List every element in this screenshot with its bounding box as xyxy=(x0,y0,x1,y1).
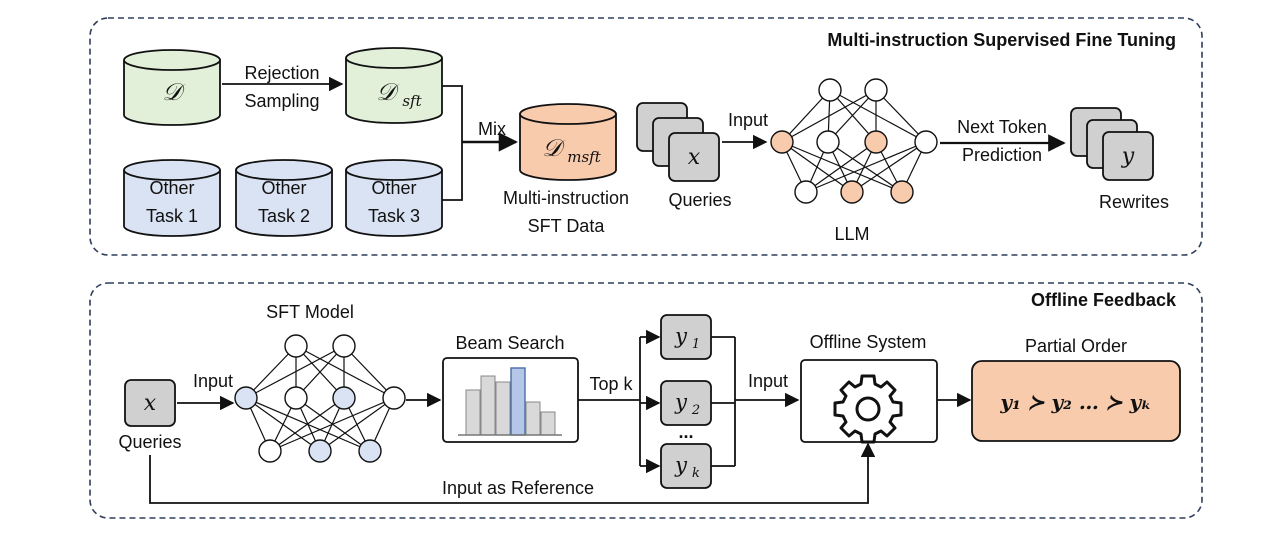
sft-edge xyxy=(295,345,345,399)
llm-node xyxy=(840,180,864,204)
sft-edge xyxy=(245,345,345,399)
candidate-yk: y k xyxy=(660,443,712,489)
rewrite-stack: y xyxy=(1070,107,1154,181)
llm-edge xyxy=(829,89,927,143)
candidate-y1-sub: 1 xyxy=(692,337,700,352)
queries-label-bottom: Queries xyxy=(118,432,181,452)
dataset-sft-cylinder: 𝒟 sft xyxy=(345,47,443,124)
beam-histogram xyxy=(458,367,562,436)
candidate-yk-main: y xyxy=(674,453,688,477)
msft-caption-1: Multi-instruction xyxy=(503,188,629,208)
other-task-1-cylinder: Other Task 1 xyxy=(123,159,221,237)
sft-edge xyxy=(269,397,395,452)
rejection-label-2: Sampling xyxy=(244,91,319,111)
other-task-2-line2: Task 2 xyxy=(258,206,310,226)
query-symbol: x xyxy=(688,145,701,170)
llm-node xyxy=(816,130,840,154)
other-task-3-line2: Task 3 xyxy=(368,206,420,226)
sft-node xyxy=(358,439,382,463)
partial-order-box xyxy=(971,360,1181,442)
candidate-y1-main: y xyxy=(674,324,688,348)
llm-edge xyxy=(827,89,877,143)
gear-icon xyxy=(833,374,903,444)
candidate-y2-main: y xyxy=(674,390,688,414)
query-stack: x xyxy=(636,102,720,182)
sft-model-network xyxy=(234,334,406,463)
llm-label: LLM xyxy=(834,224,869,244)
dataset-sft-sub: sft xyxy=(402,92,422,110)
input-label-bottom: Input xyxy=(193,371,233,391)
sft-node xyxy=(382,386,406,410)
llm-node xyxy=(914,130,938,154)
other-task-3-line1: Other xyxy=(371,178,416,198)
rewrites-label: Rewrites xyxy=(1099,192,1169,212)
candidate-y2: y 2 xyxy=(660,380,712,426)
top-panel-title: Multi-instruction Supervised Fine Tuning xyxy=(827,30,1176,50)
sft-edge xyxy=(343,345,395,399)
partial-order-label: Partial Order xyxy=(1025,336,1127,356)
input-label-top: Input xyxy=(728,110,768,130)
sft-node xyxy=(234,386,258,410)
next-token-label-1: Next Token xyxy=(957,117,1047,137)
msft-caption-2: SFT Data xyxy=(528,216,606,236)
mix-label: Mix xyxy=(478,119,506,139)
llm-node xyxy=(864,78,888,102)
sft-node xyxy=(284,386,308,410)
sft-edge xyxy=(269,397,345,452)
rewrite-symbol: y xyxy=(1121,144,1135,169)
sft-edge xyxy=(245,345,297,399)
sft-model-label: SFT Model xyxy=(266,302,354,322)
candidate-dots: ... xyxy=(678,422,693,442)
candidate-yk-sub: k xyxy=(692,466,700,481)
dataset-msft-cylinder: 𝒟 msft xyxy=(519,103,617,181)
other-task-2-cylinder: Other Task 2 xyxy=(235,159,333,237)
sft-node xyxy=(308,439,332,463)
llm-edge xyxy=(781,89,877,143)
sft-node xyxy=(332,386,356,410)
query-symbol-bottom: x xyxy=(144,391,157,416)
llm-edge xyxy=(805,141,877,193)
sft-edge xyxy=(319,397,395,452)
llm-node xyxy=(864,130,888,154)
rejection-label-1: Rejection xyxy=(244,63,319,83)
other-task-2-line1: Other xyxy=(261,178,306,198)
bottom-panel-frame xyxy=(89,282,1203,519)
bottom-panel-title: Offline Feedback xyxy=(1031,290,1177,310)
sft-node xyxy=(284,334,308,358)
mix-connector-upper xyxy=(442,85,463,142)
top-k-label: Top k xyxy=(589,374,633,394)
query-box-bottom xyxy=(124,379,176,427)
other-task-1-line2: Task 1 xyxy=(146,206,198,226)
queries-label-top: Queries xyxy=(668,190,731,210)
reference-path xyxy=(149,442,876,504)
llm-node xyxy=(770,130,794,154)
next-token-label-2: Prediction xyxy=(962,145,1042,165)
llm-network xyxy=(770,78,938,204)
llm-edge xyxy=(781,89,831,143)
sft-node xyxy=(332,334,356,358)
top-panel-frame xyxy=(89,17,1203,256)
offline-system-label: Offline System xyxy=(810,332,927,352)
candidate-y1: y 1 xyxy=(660,314,712,360)
partial-order-formula: y₁ ≻ y₂ … ≻ yₖ xyxy=(999,390,1151,414)
llm-edge xyxy=(851,141,927,193)
sft-node xyxy=(258,439,282,463)
llm-node xyxy=(818,78,842,102)
other-task-1-line1: Other xyxy=(149,178,194,198)
candidate-y2-sub: 2 xyxy=(691,403,700,418)
input-label-offline: Input xyxy=(748,371,788,391)
dataset-msft-sub: msft xyxy=(567,148,601,166)
dataset-d-cylinder: 𝒟 xyxy=(123,49,221,126)
llm-node xyxy=(794,180,818,204)
other-task-3-cylinder: Other Task 3 xyxy=(345,159,443,237)
llm-node xyxy=(890,180,914,204)
sft-edge xyxy=(295,345,395,399)
beam-search-label: Beam Search xyxy=(455,333,564,353)
mix-connector-lower xyxy=(442,142,463,201)
reference-label: Input as Reference xyxy=(442,478,594,498)
llm-edge xyxy=(875,89,927,143)
llm-edge xyxy=(805,141,927,193)
